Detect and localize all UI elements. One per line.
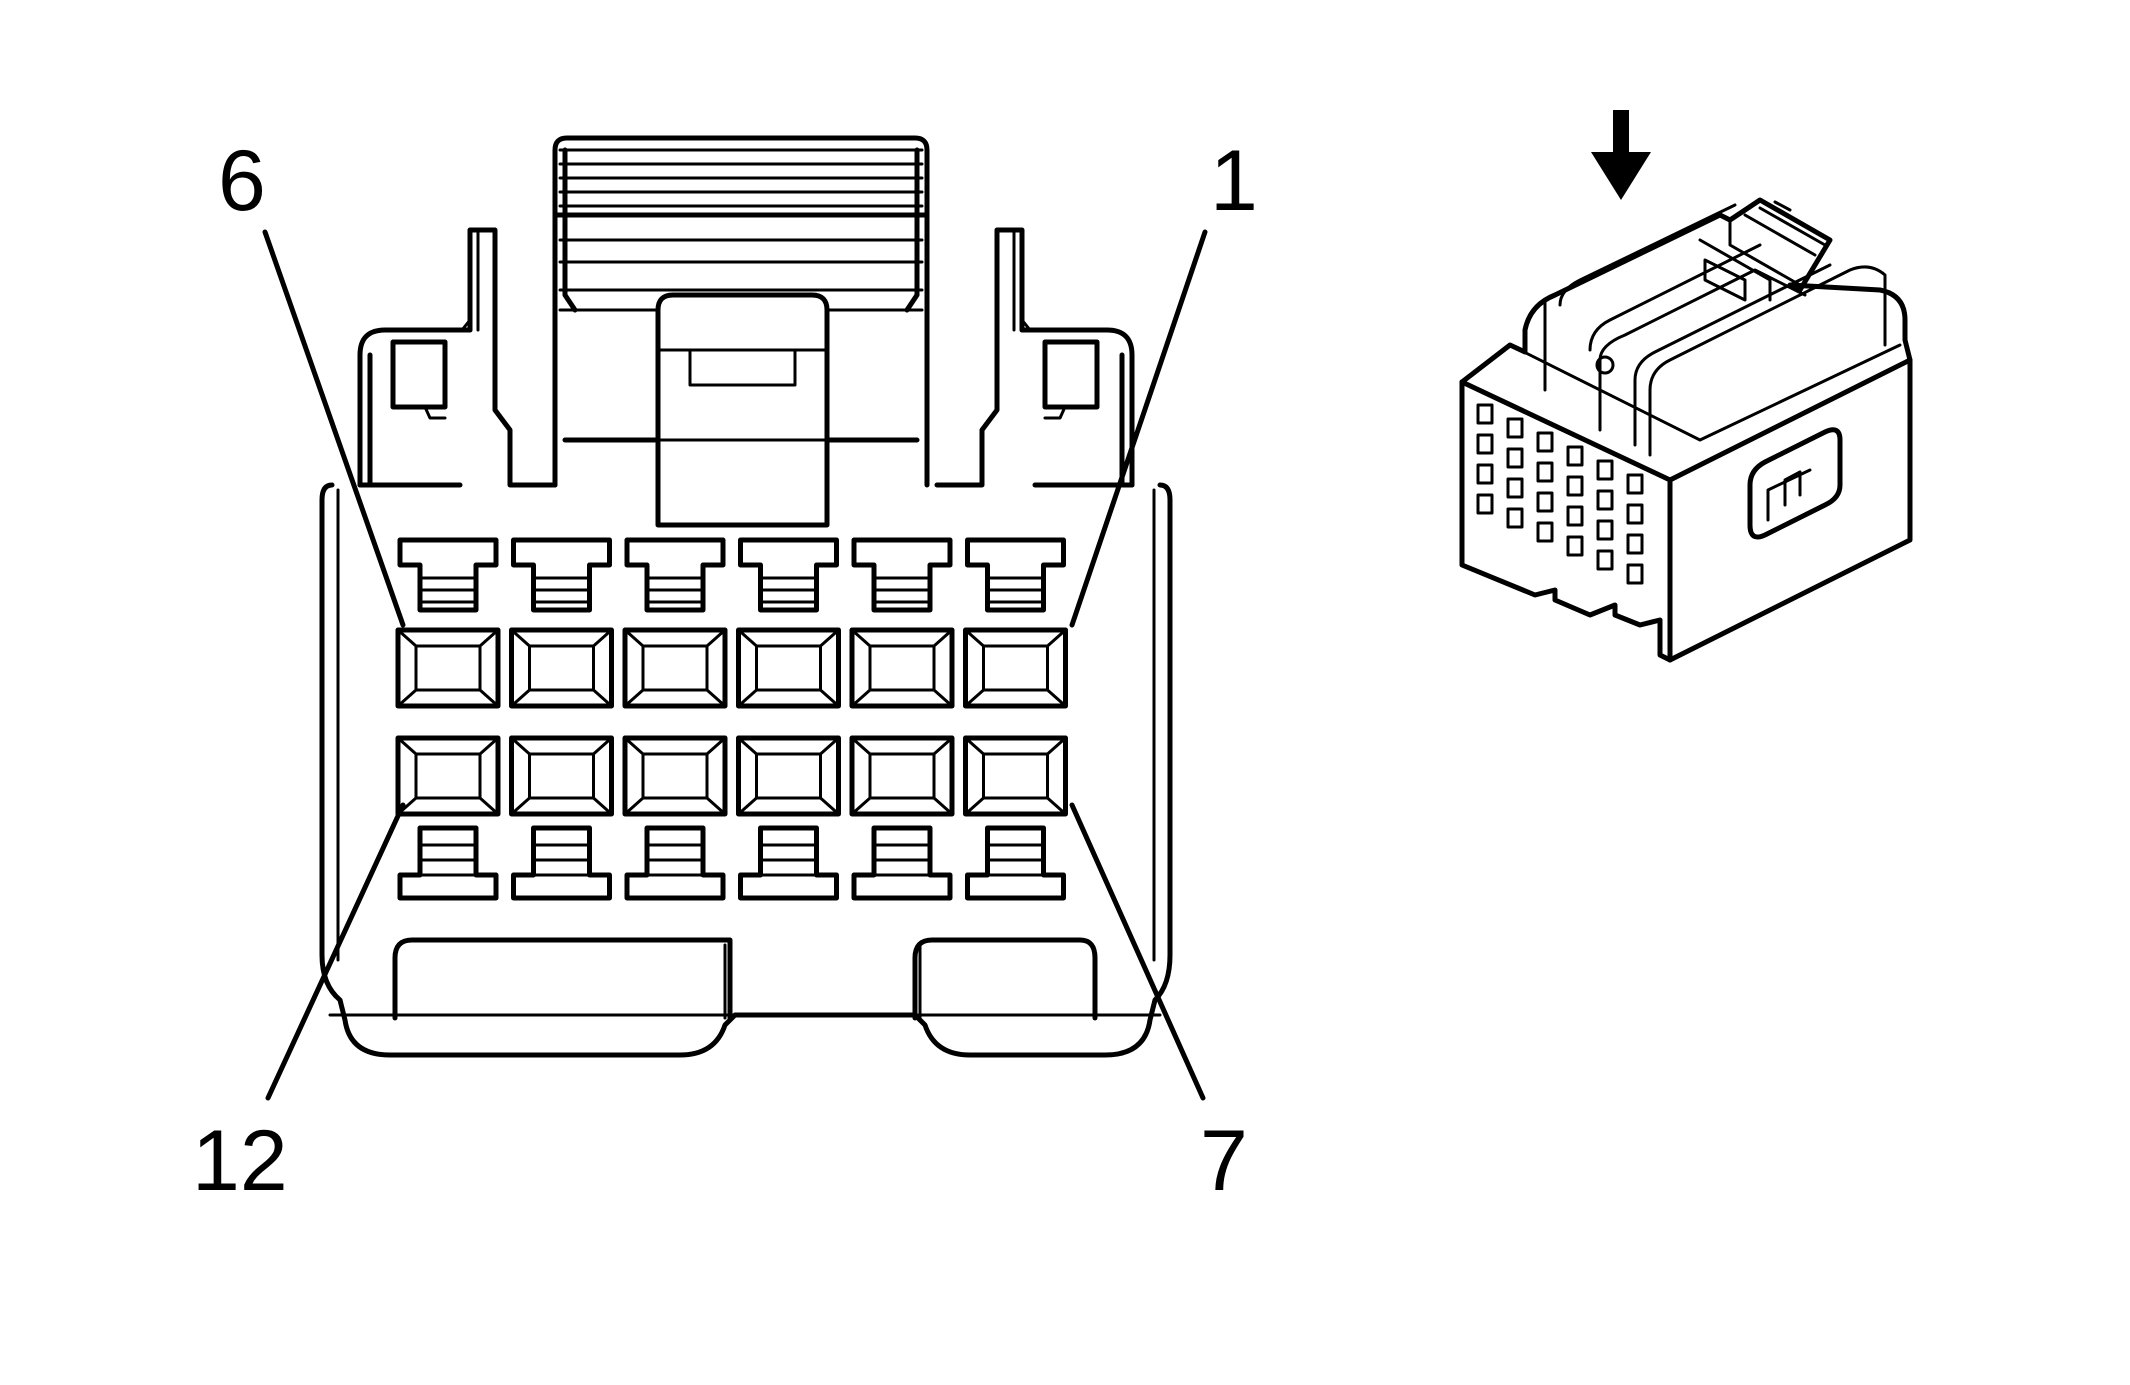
iso-cavity <box>1506 507 1524 529</box>
leader-line-12 <box>265 802 406 1101</box>
iso-cavity <box>1506 417 1524 439</box>
pin-label-6: 6 <box>218 133 266 229</box>
iso-cavity <box>1476 433 1494 455</box>
iso-cavity <box>1626 533 1644 555</box>
iso-cavity <box>1596 519 1614 541</box>
upper-lock-3 <box>624 537 726 613</box>
iso-cavity <box>1536 491 1554 513</box>
cavity-bottom-1 <box>395 735 501 817</box>
iso-cavity <box>1476 403 1494 425</box>
iso-cavity <box>1476 493 1494 515</box>
iso-cavity <box>1566 535 1584 557</box>
iso-cavity <box>1626 563 1644 585</box>
lock-lever <box>552 135 930 488</box>
iso-cavity <box>1596 549 1614 571</box>
cavity-top-1 <box>395 627 501 709</box>
cavity-bottom-4 <box>736 735 841 817</box>
iso-cavity <box>1506 447 1524 469</box>
pin-label-7: 7 <box>1200 1113 1248 1209</box>
iso-cavity <box>1566 445 1584 467</box>
iso-cavity <box>1536 461 1554 483</box>
left-shoulder <box>357 327 473 488</box>
upper-lock-1 <box>397 537 499 613</box>
cavity-row-bottom <box>395 735 1068 817</box>
cavity-bottom-3 <box>622 735 728 817</box>
lower-lock-2 <box>511 825 612 901</box>
cavity-top-6 <box>963 627 1068 709</box>
connector-isometric-icon <box>1459 110 1913 663</box>
connector-face-view: 6 1 12 7 <box>192 133 1258 1209</box>
upper-lock-6 <box>965 537 1066 613</box>
iso-cavity <box>1626 503 1644 525</box>
cavity-row-top <box>395 627 1068 709</box>
right-latch-window <box>1042 339 1100 410</box>
iso-cavity <box>1566 475 1584 497</box>
lower-lock-1 <box>397 825 499 901</box>
cavity-top-5 <box>849 627 955 709</box>
cavity-bottom-5 <box>849 735 955 817</box>
lower-lock-6 <box>965 825 1066 901</box>
leader-line-1 <box>1069 229 1208 628</box>
cavity-top-4 <box>736 627 841 709</box>
pin-label-12: 12 <box>192 1113 288 1209</box>
cavity-bottom-6 <box>963 735 1068 817</box>
upper-lock-5 <box>851 537 953 613</box>
lower-terminal-locks <box>397 825 1066 901</box>
cavity-top-3 <box>622 627 728 709</box>
cavity-top-2 <box>509 627 614 709</box>
pin-label-1: 1 <box>1210 133 1258 229</box>
upper-terminal-locks <box>397 537 1066 613</box>
iso-cavity <box>1596 489 1614 511</box>
iso-cavity <box>1476 463 1494 485</box>
iso-cavity-grid <box>1476 403 1644 585</box>
upper-lock-2 <box>511 537 612 613</box>
bottom-key-right <box>912 937 1098 1021</box>
iso-cavity <box>1596 459 1614 481</box>
lower-lock-3 <box>624 825 726 901</box>
lever-tab <box>655 292 830 528</box>
bottom-key-left <box>392 937 733 1021</box>
iso-cavity <box>1626 473 1644 495</box>
iso-cavity <box>1536 521 1554 543</box>
cavity-bottom-2 <box>509 735 614 817</box>
right-latch-post <box>934 227 1025 488</box>
down-arrow-icon <box>1591 110 1651 200</box>
leader-line-7 <box>1069 802 1206 1101</box>
leader-line-6 <box>262 229 406 628</box>
iso-cavity <box>1566 505 1584 527</box>
left-latch-window <box>390 339 448 410</box>
upper-lock-4 <box>738 537 839 613</box>
lower-lock-5 <box>851 825 953 901</box>
iso-cavity <box>1536 431 1554 453</box>
left-latch-post <box>467 227 558 488</box>
iso-cavity <box>1506 477 1524 499</box>
lower-lock-4 <box>738 825 839 901</box>
right-shoulder <box>1019 327 1135 488</box>
